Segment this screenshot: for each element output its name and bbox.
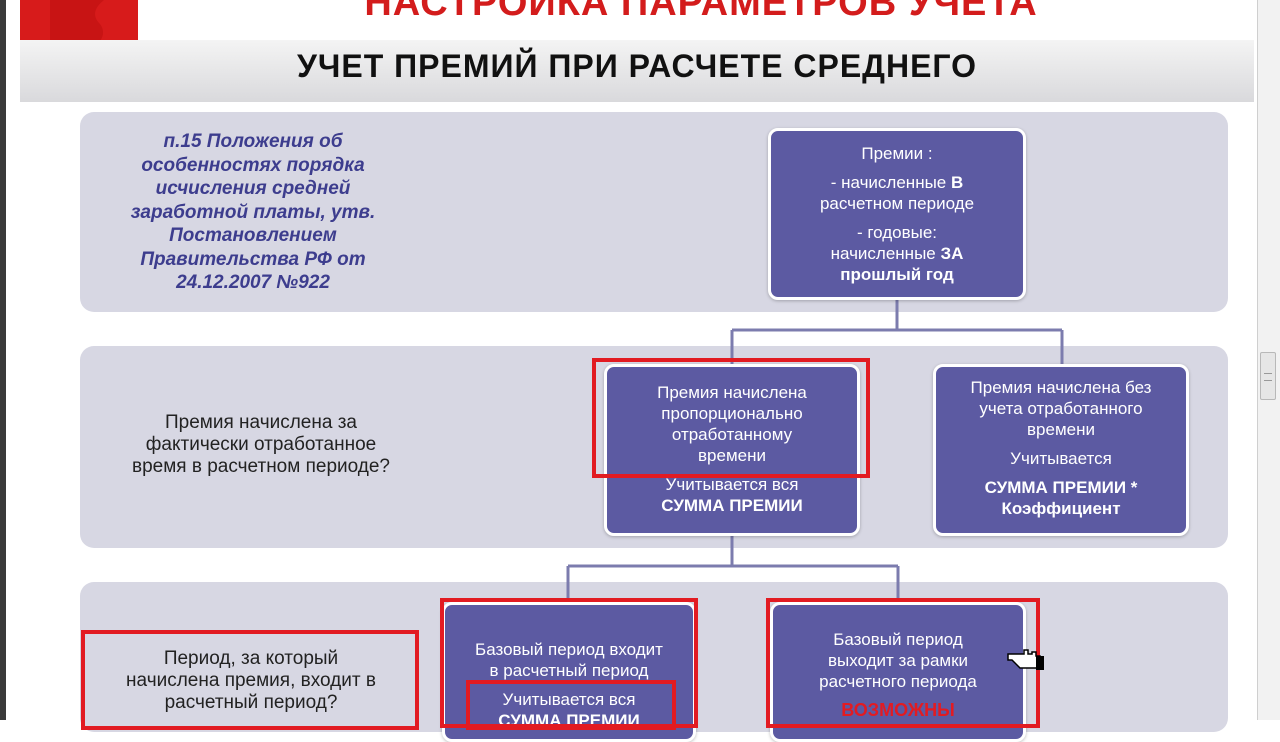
highlight-frame-base-outside <box>766 598 1040 728</box>
box-line: учета отработанного <box>979 399 1143 418</box>
box-line: в расчетный период <box>489 661 649 680</box>
question-line: время в расчетном периоде? <box>132 456 390 477</box>
sum-label: СУММА ПРЕМИИ * <box>984 478 1138 497</box>
diagram-connectors <box>566 300 1064 602</box>
question-line: Период, за который <box>163 648 339 669</box>
box-emphasis: Коэффициент <box>936 498 1186 519</box>
highlight-frame-full-sum <box>466 680 676 730</box>
bonuses-definition-box: Премии : - начисленные В расчетном перио… <box>768 128 1026 300</box>
coefficient-label: Коэффициент <box>1001 499 1121 518</box>
question-line: фактически отработанное <box>145 434 377 455</box>
presentation-title: НАСТРОЙКА ПАРАМЕТРОВ УЧЕТА <box>364 0 1038 24</box>
box-line: Учитывается <box>1010 449 1112 468</box>
box-line: - годовые: <box>856 223 938 242</box>
box-text: - начисленные <box>830 173 951 192</box>
scrollbar-thumb[interactable] <box>1260 352 1276 400</box>
question-line: начислена премия, входит в <box>126 670 376 691</box>
box-line: расчетного периода <box>819 672 977 691</box>
box-heading: Премии : <box>861 144 933 163</box>
box-line: времени <box>698 446 766 465</box>
legal-citation: п.15 Положения об особенностях порядка и… <box>98 130 408 295</box>
citation-line: Правительства РФ от <box>140 248 366 270</box>
logo-mark-icon <box>50 0 104 50</box>
question-period: Период, за который начислена премия, вхо… <box>92 648 410 714</box>
box-line: расчетном периоде <box>819 194 975 213</box>
box-line: прошлый год <box>771 264 1023 285</box>
slide-subtitle: УЧЕТ ПРЕМИЙ ПРИ РАСЧЕТЕ СРЕДНЕГО <box>296 48 978 84</box>
proportional-bonus-box: Премия начислена пропорционально отработ… <box>604 364 860 536</box>
vertical-scrollbar[interactable] <box>1257 0 1280 720</box>
box-emphasis: СУММА ПРЕМИИ <box>607 495 857 516</box>
question-line: Премия начислена за <box>165 412 357 433</box>
citation-line: особенностях порядка <box>141 154 365 176</box>
non-proportional-bonus-box: Премия начислена без учета отработанного… <box>933 364 1189 536</box>
box-emphasis: В <box>950 173 964 192</box>
box-line: времени <box>1027 420 1095 439</box>
box-line: Базовый период <box>833 630 963 649</box>
highlight-frame-proportional <box>592 358 870 478</box>
box-emphasis: ЗА <box>940 244 964 263</box>
box-line: - начисленные В <box>771 172 1023 193</box>
box-line: начисленные ЗА <box>771 243 1023 264</box>
box-line: Премия начислена без <box>970 378 1152 397</box>
question-line: расчетный период? <box>164 692 338 713</box>
base-period-outside-box: Базовый период выходит за рамки расчетно… <box>770 602 1026 742</box>
box-line: Базовый период входит <box>475 640 663 659</box>
citation-line: Постановлением <box>169 225 337 246</box>
box-line: отработанному <box>671 425 793 444</box>
citation-line: п.15 Положения об <box>163 131 343 152</box>
header-band: НАСТРОЙКА ПАРАМЕТРОВ УЧЕТА <box>148 0 1254 40</box>
citation-line: заработной платы, утв. <box>130 201 376 223</box>
subtitle-band: УЧЕТ ПРЕМИЙ ПРИ РАСЧЕТЕ СРЕДНЕГО <box>20 40 1254 102</box>
box-line: пропорционально <box>661 404 803 423</box>
box-text: начисленные <box>830 244 941 263</box>
sum-label: СУММА ПРЕМИИ <box>661 496 803 515</box>
window-left-edge <box>0 0 6 720</box>
highlight-frame-question-period <box>81 630 419 730</box>
citation-line: исчисления средней <box>155 178 351 199</box>
hand-pointer-cursor-icon <box>1007 649 1044 670</box>
box-line: Премия начислена <box>657 383 807 402</box>
box-line: выходит за рамки <box>827 651 969 670</box>
possible-label: ВОЗМОЖНЫ <box>841 700 955 720</box>
citation-line: 24.12.2007 №922 <box>176 272 330 293</box>
box-line: Учитывается вся <box>502 690 636 709</box>
question-worked-time: Премия начислена за фактически отработан… <box>92 412 430 478</box>
panel-legal-basis <box>80 112 1228 312</box>
box-emphasis: прошлый год <box>840 265 954 284</box>
box-line: Учитывается вся <box>665 475 799 494</box>
box-emphasis: СУММА ПРЕМИИ * <box>936 477 1186 498</box>
